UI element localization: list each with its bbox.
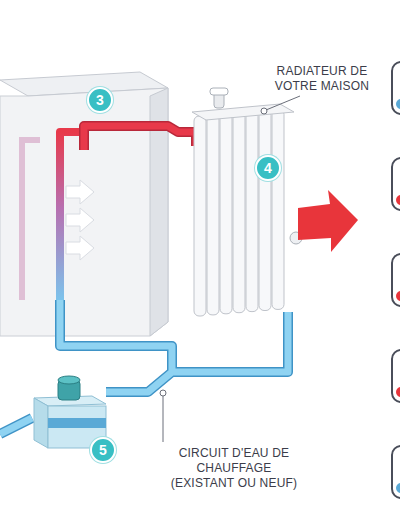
thermometer: [392, 254, 400, 306]
thermometer-body: [392, 158, 400, 210]
radiator-column: [207, 115, 219, 315]
radiator-column: [246, 112, 258, 312]
radiator-column: [194, 116, 206, 316]
thermometer-bulb: [396, 195, 400, 205]
thermometer-body: [392, 446, 400, 498]
radiator-valve: [210, 88, 228, 95]
radiator-column: [233, 113, 245, 313]
tank: [0, 72, 168, 336]
inner-pipe: [22, 140, 40, 300]
callout-number: 5: [99, 443, 107, 457]
thermometer-body: [392, 254, 400, 306]
hot-pipe: [84, 126, 196, 150]
heat-arrows: [66, 180, 94, 260]
radiator: [192, 88, 302, 316]
leader-line: [163, 396, 164, 442]
radiator-top: [192, 104, 294, 120]
thermometer-bulb: [396, 387, 400, 397]
pump-cap: [58, 376, 80, 384]
leader-dot: [261, 108, 267, 114]
leader-dot: [160, 390, 166, 396]
thermometer-bulb: [396, 483, 400, 493]
leader-lines: [160, 96, 300, 442]
callout-circle: 5: [90, 437, 116, 463]
thermometer: [392, 62, 400, 114]
thermometer-bulb: [396, 99, 400, 109]
circuit-label: CIRCUIT D'EAU DE CHAUFFAGE (EXISTANT OU …: [168, 446, 300, 491]
callout-number: 3: [96, 93, 104, 107]
heat-arrow: [66, 236, 94, 260]
radiator-column: [259, 111, 271, 311]
callout-circle: 3: [87, 87, 113, 113]
thermometer: [392, 446, 400, 498]
callout-number: 4: [264, 161, 272, 175]
heat-arrow: [66, 208, 94, 232]
thermometer: [392, 158, 400, 210]
thermometer-bulb: [396, 291, 400, 301]
callout-circle: 4: [255, 155, 281, 181]
hot-pipe: [84, 126, 196, 150]
thermometer-body: [392, 62, 400, 114]
thermometer-body: [392, 350, 400, 402]
radiator-column: [220, 114, 232, 314]
radiator-column: [272, 109, 284, 309]
leader-line: [266, 96, 300, 110]
heat-arrow: [66, 180, 94, 204]
heat-output-arrow: [298, 190, 358, 252]
thermometer: [392, 350, 400, 402]
part-label: RADIATEUR DE VOTRE MAISON: [266, 64, 378, 94]
pump-stripe: [48, 418, 106, 428]
pump: [34, 376, 106, 448]
thermometers: [392, 62, 400, 498]
pump-side: [34, 398, 48, 448]
